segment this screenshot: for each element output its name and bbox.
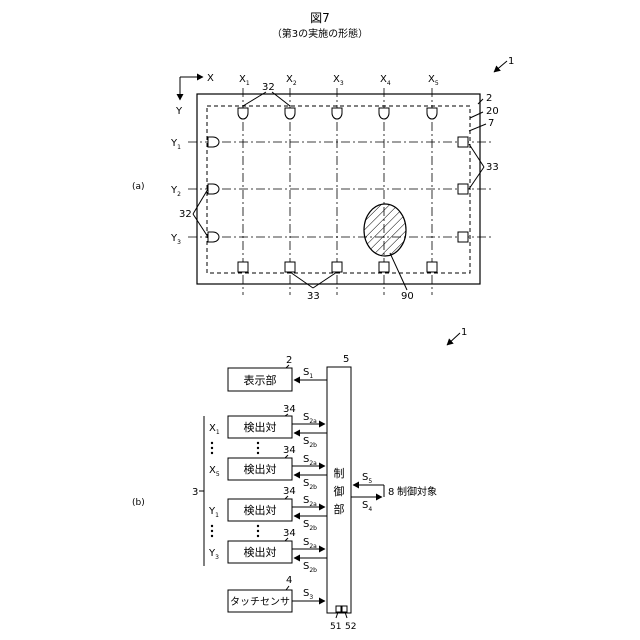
ref-90: 90 [401, 291, 414, 302]
svg-text:S4: S4 [362, 500, 372, 513]
controller-char-1: 制 [334, 467, 345, 480]
ref-7: 7 [488, 118, 494, 129]
controller-char-2: 御 [334, 484, 345, 498]
right-receivers [458, 137, 468, 242]
ref-8: 8 [388, 487, 394, 498]
svg-text:S2a: S2a [303, 537, 317, 550]
axis-indicator: X Y [175, 73, 214, 117]
ellipsis-dots [211, 442, 259, 537]
figure-subtitle: （第3の実施の形態） [272, 27, 368, 40]
pair-2-label: 検出対 [244, 462, 277, 476]
ref-34-2: 34 [283, 445, 296, 456]
panel-b-ref-1-arrow [447, 333, 460, 345]
svg-text:Y3: Y3 [170, 233, 181, 246]
ref-33-right: 33 [486, 162, 499, 173]
ref-51: 51 [330, 622, 341, 632]
panel-b-label: (b) [132, 498, 145, 508]
ref-32-top: 32 [262, 82, 275, 93]
ref-34-4: 34 [283, 528, 296, 539]
svg-text:Y2: Y2 [170, 185, 181, 198]
detection-pair-1: 検出対 34 S2a S2b [228, 404, 327, 449]
svg-text:S3: S3 [303, 588, 313, 601]
ref-3: 3 [192, 487, 198, 498]
touch-object-90 [364, 204, 406, 256]
svg-text:S1: S1 [303, 367, 313, 380]
svg-text:S2a: S2a [303, 454, 317, 467]
panel-b-ref-1: 1 [461, 327, 467, 338]
display-block-label: 表示部 [244, 373, 277, 387]
terminal-52 [342, 606, 347, 612]
axis-x-label: X [207, 73, 214, 84]
svg-text:S2b: S2b [303, 561, 317, 574]
group-brace-3 [199, 416, 204, 566]
left-emitters [208, 137, 219, 242]
figure-title: 図7 [310, 11, 330, 25]
bottom-receivers [238, 262, 437, 272]
ref-20: 20 [486, 106, 499, 117]
svg-text:Y3: Y3 [208, 548, 219, 561]
ref-5: 5 [343, 354, 349, 365]
svg-text:X5: X5 [428, 74, 439, 87]
control-target-label: 制御対象 [397, 485, 437, 498]
ref-4: 4 [286, 575, 292, 586]
svg-text:S2a: S2a [303, 412, 317, 425]
svg-text:X5: X5 [209, 465, 220, 478]
pair-1-label: 検出対 [244, 420, 277, 434]
panel-a-leaders [193, 92, 486, 290]
ref-display-2: 2 [286, 355, 292, 366]
ref-52: 52 [345, 622, 356, 632]
ref-33-bottom: 33 [307, 291, 320, 302]
svg-text:X1: X1 [239, 74, 250, 87]
svg-text:S2b: S2b [303, 478, 317, 491]
svg-text:X1: X1 [209, 423, 220, 436]
detection-pair-4: 検出対 34 S2a S2b [228, 528, 327, 574]
terminal-51 [336, 606, 341, 612]
ref-34-1: 34 [283, 404, 296, 415]
panel-a-ref-1: 1 [508, 56, 514, 67]
touch-sensor-label: タッチセンサ [230, 596, 290, 608]
controller-char-3: 部 [334, 502, 345, 516]
svg-text:S2b: S2b [303, 436, 317, 449]
top-emitters [238, 108, 437, 119]
svg-text:X2: X2 [286, 74, 297, 87]
svg-text:X3: X3 [333, 74, 344, 87]
pair-3-label: 検出対 [244, 503, 277, 517]
svg-text:Y1: Y1 [170, 138, 181, 151]
svg-text:S2a: S2a [303, 495, 317, 508]
ref-2: 2 [486, 93, 492, 104]
panel-a-ref-1-arrow [494, 61, 507, 72]
pair-4-label: 検出対 [244, 545, 277, 559]
detection-pair-3: 検出対 34 S2a S2b [228, 486, 327, 532]
svg-text:X4: X4 [380, 74, 391, 87]
ref-32-left: 32 [179, 209, 192, 220]
y-row-labels: Y1 Y2 Y3 [170, 138, 181, 246]
svg-text:Y1: Y1 [208, 506, 219, 519]
detection-pair-2: 検出対 34 S2a S2b [228, 445, 327, 491]
panel-a-label: (a) [132, 182, 145, 192]
y-electrode-lines [188, 142, 492, 237]
svg-text:S5: S5 [362, 472, 372, 485]
axis-y-label: Y [175, 106, 183, 117]
svg-text:S2b: S2b [303, 519, 317, 532]
ref-34-3: 34 [283, 486, 296, 497]
detection-region-dashed [207, 106, 470, 273]
